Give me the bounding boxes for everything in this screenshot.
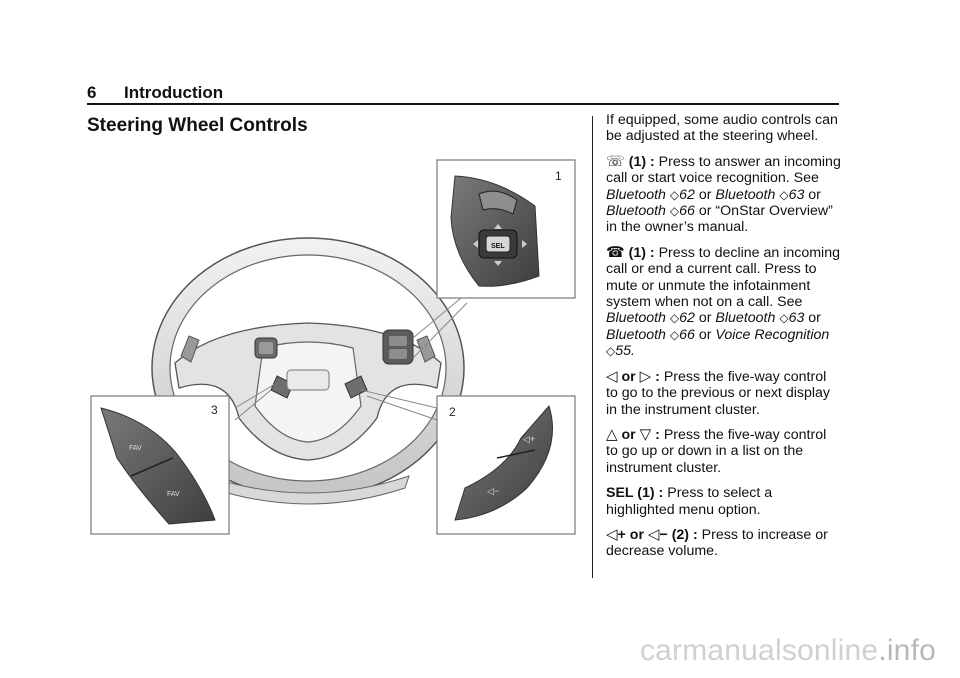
steering-wheel-illustration: 1 SEL 2 ◁+ ◁− 3 FAV FAV [90, 159, 576, 535]
page-ref-icon: ◇ [779, 187, 789, 202]
page-ref-icon: ◇ [669, 187, 680, 202]
triangle-left-icon: ◁ [606, 367, 618, 385]
intro-paragraph: If equipped, some audio controls can be … [606, 112, 838, 145]
page-ref-icon: ◇ [669, 204, 680, 219]
svg-text:◁−: ◁− [487, 486, 499, 496]
section-title: Steering Wheel Controls [87, 115, 308, 136]
page-ref-icon: ◇ [779, 311, 789, 326]
triangle-right-icon: ▷ [639, 367, 652, 385]
answer-term: (1) : [628, 153, 655, 170]
callout-3: 3 [211, 403, 218, 417]
hang-up-paragraph: ☎ (1) : Press to decline an incoming cal… [606, 243, 840, 360]
volume-paragraph: ◁+ or ◁− (2) : Press to increase or decr… [606, 525, 828, 560]
answer-call-paragraph: ☏ (1) : Press to answer an incoming call… [606, 152, 841, 236]
up-down-paragraph: △ or ▽ : Press the five-way control to g… [606, 425, 827, 476]
header-section: Introduction [124, 83, 224, 102]
triangle-down-icon: ▽ [639, 425, 652, 443]
page-ref-icon: ◇ [606, 344, 616, 359]
volume-icon: ◁ [647, 525, 660, 543]
watermark: carmanualsonline.info [639, 634, 936, 667]
fav-label-down: FAV [167, 491, 180, 498]
steering-wheel-figure: 1 SEL 2 ◁+ ◁− 3 FAV FAV [87, 158, 577, 538]
inset-2: 2 ◁+ ◁− [436, 395, 576, 535]
page-header: 6 Introduction [87, 83, 839, 103]
right-column: If equipped, some audio controls can be … [606, 112, 842, 569]
hang-up-icon: ☎ [606, 243, 625, 261]
volume-icon: ◁ [606, 525, 618, 543]
callout-2: 2 [449, 405, 456, 419]
sel-paragraph: SEL (1) : Press to select a highlighted … [606, 485, 773, 518]
column-divider [592, 116, 593, 578]
left-right-paragraph: ◁ or ▷ : Press the five-way control to g… [606, 367, 830, 418]
inset-3: 3 FAV FAV [90, 395, 230, 535]
header-rule [87, 103, 839, 105]
steering-wheel [151, 237, 465, 505]
page-ref-icon: ◇ [669, 311, 680, 326]
page-number: 6 [87, 83, 97, 102]
page-ref-icon: ◇ [669, 327, 680, 342]
fav-label-up: FAV [129, 445, 142, 452]
phone-voice-icon: ☏ [606, 152, 625, 170]
svg-text:◁+: ◁+ [523, 434, 535, 444]
inset-1: 1 SEL [436, 159, 576, 299]
callout-leaders [234, 292, 468, 421]
triangle-up-icon: △ [606, 425, 618, 443]
sel-label: SEL [491, 243, 505, 250]
callout-1: 1 [555, 169, 562, 183]
